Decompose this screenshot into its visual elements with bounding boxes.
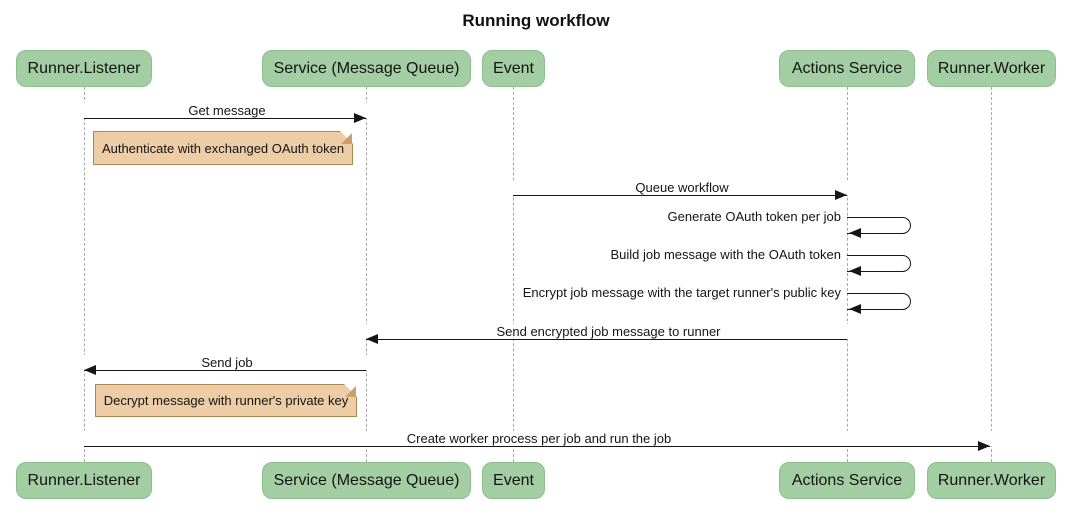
actor-top-runner-listener: Runner.Listener [16,50,152,87]
note-authenticate-text: Authenticate with exchanged OAuth token [101,140,345,156]
arrowhead-right-icon [354,113,366,123]
message-line-send-job [84,370,366,371]
message-label-send-encrypted: Send encrypted job message to runner [366,324,851,339]
actor-top-event: Event [482,50,545,87]
actor-top-actions-service: Actions Service [779,50,915,87]
arrowhead-left-icon [849,304,861,314]
message-label-send-job: Send job [84,355,370,370]
lifeline-runner-listener [84,87,85,462]
message-line-get-message [84,118,366,119]
actor-bottom-event: Event [482,462,545,499]
message-label-encrypt-job-message: Encrypt job message with the target runn… [522,285,841,300]
message-line-create-worker [84,446,990,447]
diagram-title: Running workflow [462,11,610,30]
note-decrypt-text: Decrypt message with runner's private ke… [103,393,349,408]
actor-bottom-service-message-queue: Service (Message Queue) [262,462,471,499]
self-loop-icon [847,255,911,272]
lifeline-actions-service [847,87,848,462]
actor-bottom-runner-listener: Runner.Listener [16,462,152,499]
message-label-queue-workflow: Queue workflow [513,180,851,195]
message-label-create-worker: Create worker process per job and run th… [84,431,994,446]
message-line-queue-workflow [513,195,847,196]
message-label-get-message: Get message [84,103,370,118]
actor-bottom-runner-worker: Runner.Worker [927,462,1056,499]
arrowhead-right-icon [835,190,847,200]
message-line-send-encrypted [366,339,847,340]
lifeline-service-message-queue [366,87,367,462]
lifeline-runner-worker [991,87,992,462]
note-fold-flap-icon [345,386,356,397]
lifeline-event [513,87,514,462]
arrowhead-left-icon [366,334,378,344]
arrowhead-left-icon [84,365,96,375]
message-label-build-job-message: Build job message with the OAuth token [610,247,841,262]
arrowhead-right-icon [978,441,990,451]
arrowhead-left-icon [849,266,861,276]
actor-top-service-message-queue: Service (Message Queue) [262,50,471,87]
self-loop-icon [847,217,911,234]
actor-top-runner-worker: Runner.Worker [927,50,1056,87]
note-decrypt: Decrypt message with runner's private ke… [95,384,357,417]
message-label-generate-oauth-token: Generate OAuth token per job [667,209,841,224]
self-loop-icon [847,293,911,310]
note-authenticate: Authenticate with exchanged OAuth token [93,131,353,165]
actor-bottom-actions-service: Actions Service [779,462,915,499]
note-fold-flap-icon [341,133,352,144]
arrowhead-left-icon [849,228,861,238]
